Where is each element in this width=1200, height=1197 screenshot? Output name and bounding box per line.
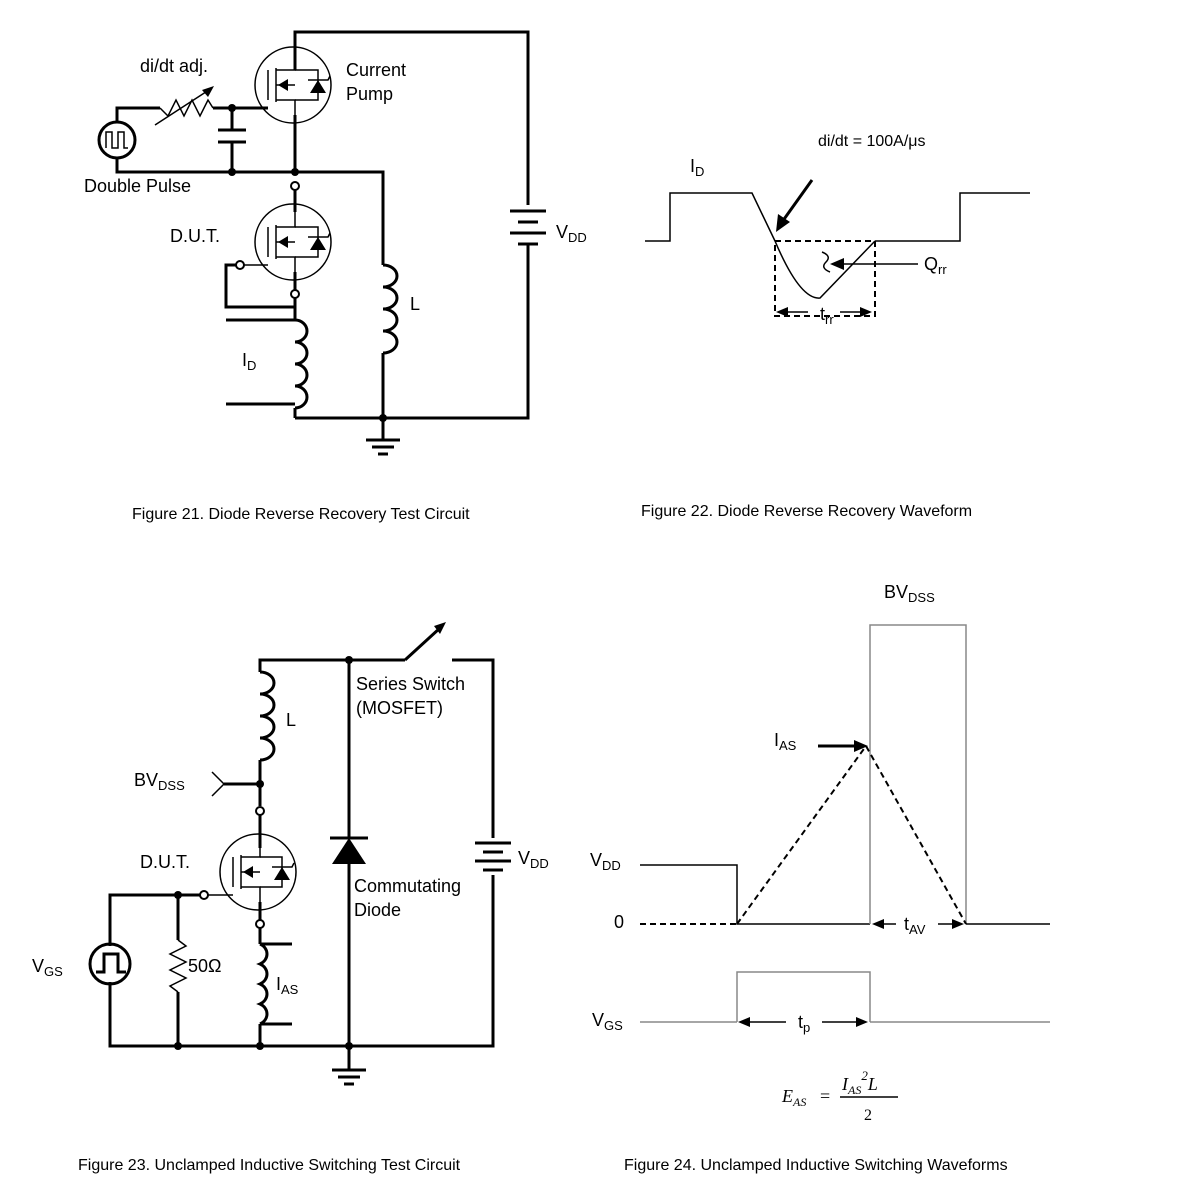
vdd-label: VDD (590, 850, 621, 873)
tp-arrows (738, 1017, 868, 1027)
eq-equals: = (820, 1086, 830, 1106)
gate-capacitor (218, 108, 246, 172)
vdd-label: VDD (556, 222, 587, 245)
gate-resistor (168, 895, 188, 1046)
figure-24-caption: Figure 24. Unclamped Inductive Switching… (624, 1157, 1008, 1174)
didt-arrow (776, 179, 814, 232)
figure-24-waveforms: BVDSS IAS VDD 0 tAV VGS tp EAS = IAS2L 2… (590, 582, 1050, 1174)
didt-adjust-resistor (154, 86, 214, 126)
tp-label: tp (798, 1012, 810, 1035)
trr-label: trr (820, 304, 834, 327)
eq-numerator: IAS2L (841, 1068, 878, 1097)
vdd-battery (510, 209, 546, 246)
inductor-label: L (410, 294, 420, 314)
ias-arrow (818, 740, 868, 752)
dut-mosfet (219, 815, 297, 911)
figure-22-caption: Figure 22. Diode Reverse Recovery Wavefo… (641, 503, 972, 520)
ias-label: IAS (276, 974, 299, 997)
series-switch-label-line2: (MOSFET) (356, 698, 443, 718)
bvdss-label: BVDSS (884, 582, 935, 605)
zero-level-label: 0 (614, 912, 624, 932)
ground-symbol (332, 1068, 366, 1086)
series-switch-label-line1: Series Switch (356, 674, 465, 694)
ground-symbol (366, 438, 400, 456)
eas-equation: EAS = IAS2L 2 (781, 1068, 898, 1124)
current-pump-label-line1: Current (346, 60, 406, 80)
dut-label: D.U.T. (140, 852, 190, 872)
id-label: ID (242, 350, 256, 373)
inductor-l (382, 263, 399, 355)
commutating-diode-label-line1: Commutating (354, 876, 461, 896)
tav-arrows (872, 919, 964, 929)
ias-sense-coil (256, 942, 269, 1026)
series-switch (403, 622, 495, 838)
id-sense-coil (294, 318, 309, 410)
vdd-label: VDD (518, 848, 549, 871)
current-pump-label-line2: Pump (346, 84, 393, 104)
bvdss-label: BVDSS (134, 770, 185, 793)
eq-denominator: 2 (864, 1107, 872, 1124)
vgs-label: VGS (592, 1010, 623, 1033)
trr-arrows (776, 307, 872, 317)
figure-21-caption: Figure 21. Diode Reverse Recovery Test C… (132, 506, 470, 523)
figure-23-circuit: Series Switch (MOSFET) L BVDSS D.U.T. Co… (32, 622, 549, 1174)
qrr-arrow (821, 251, 918, 273)
dut-label: D.U.T. (170, 226, 220, 246)
id-label: ID (690, 156, 704, 179)
vgs-label: VGS (32, 956, 63, 979)
tav-label: tAV (904, 914, 926, 937)
didt-adj-label: di/dt adj. (140, 56, 208, 76)
didt-label: di/dt = 100A/μs (818, 133, 926, 150)
commutating-diode-label-line2: Diode (354, 900, 401, 920)
inductor-l (259, 670, 276, 762)
resistor-label: 50Ω (188, 956, 221, 976)
double-pulse-source (97, 120, 137, 160)
vgs-pulse-source (88, 942, 132, 986)
vdd-battery (475, 841, 511, 872)
ias-label: IAS (774, 730, 797, 753)
double-pulse-label: Double Pulse (84, 176, 191, 196)
dut-mosfet (254, 190, 332, 281)
commutating-diode (330, 660, 368, 1070)
current-pump-mosfet (254, 46, 332, 124)
eq-lhs: EAS (781, 1086, 806, 1109)
figure-23-caption: Figure 23. Unclamped Inductive Switching… (78, 1157, 461, 1174)
figure-21-circuit: di/dt adj. Current Pump Double Pulse D.U… (84, 30, 587, 523)
figure-22-waveform: di/dt = 100A/μs ID Qrr trr Figure 22. Di… (641, 133, 1030, 520)
qrr-label: Qrr (924, 254, 947, 277)
inductor-label: L (286, 710, 296, 730)
